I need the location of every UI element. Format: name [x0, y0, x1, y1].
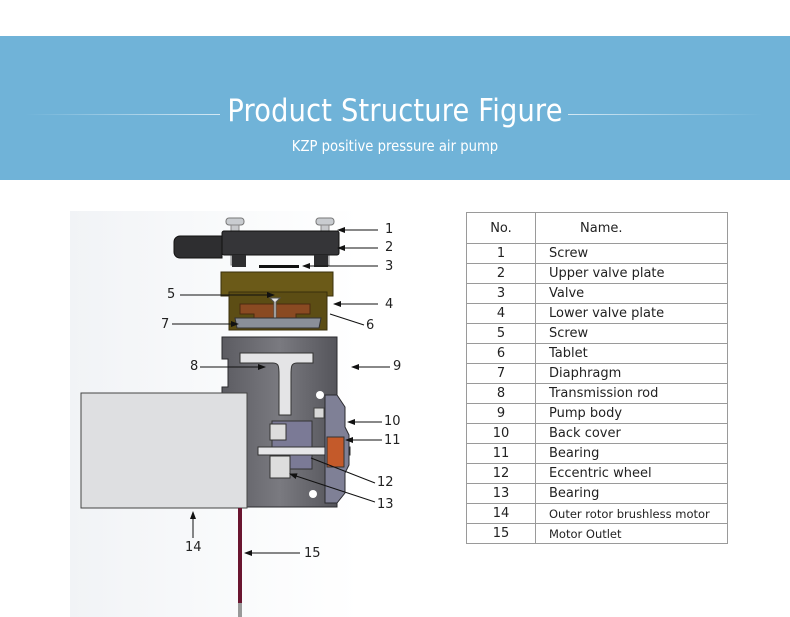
part-number: 1 [466, 243, 536, 264]
part-name: Lower valve plate [535, 303, 728, 324]
part-name: Diaphragm [535, 363, 728, 384]
part-name: Eccentric wheel [535, 463, 728, 484]
bearing-lower [269, 455, 291, 479]
part-number: 4 [466, 303, 536, 324]
part-number: 2 [466, 263, 536, 284]
header-banner: Product Structure Figure KZP positive pr… [0, 36, 790, 180]
motor-shaft [257, 446, 351, 456]
part-number: 7 [466, 363, 536, 384]
part-number: 11 [466, 443, 536, 464]
part-number: 12 [466, 463, 536, 484]
callout-7: 7 [161, 317, 170, 332]
part-name: Bearing [535, 483, 728, 504]
callout-4: 4 [385, 297, 394, 312]
page-title: Product Structure Figure [227, 93, 563, 129]
part-number: 10 [466, 423, 536, 444]
callout-1: 1 [385, 222, 394, 237]
diaphragm [234, 317, 322, 329]
bearing-upper [269, 423, 287, 441]
part-name: Bearing [535, 443, 728, 464]
part-number: 5 [466, 323, 536, 344]
part-name: Outer rotor brushless motor [535, 503, 728, 524]
decorative-line-left [25, 114, 220, 115]
part-name: Screw [535, 323, 728, 344]
callout-5: 5 [167, 287, 176, 302]
part-name: Valve [535, 283, 728, 304]
part-name: Back cover [535, 423, 728, 444]
callout-11: 11 [384, 433, 401, 448]
callout-9: 9 [393, 359, 402, 374]
part-number: 13 [466, 483, 536, 504]
part-number: 3 [466, 283, 536, 304]
callout-3: 3 [385, 259, 394, 274]
callout-2: 2 [385, 240, 394, 255]
upper-valve-plate [221, 230, 340, 256]
motor-outlet-wire [238, 508, 242, 603]
air-nozzle [173, 235, 223, 259]
callout-8: 8 [190, 359, 199, 374]
part-number: 8 [466, 383, 536, 404]
header-no: No. [466, 212, 536, 244]
callout-14: 14 [185, 540, 202, 555]
callout-6: 6 [366, 318, 375, 333]
part-number: 15 [466, 523, 536, 544]
callout-13: 13 [377, 497, 394, 512]
bearing-right [326, 436, 345, 468]
decorative-line-right [568, 114, 763, 115]
part-name: Motor Outlet [535, 523, 728, 544]
page-subtitle: KZP positive pressure air pump [291, 137, 499, 155]
header-name: Name. [535, 212, 728, 244]
transmission-rod [239, 352, 314, 416]
brushless-motor [80, 392, 248, 509]
callout-15: 15 [304, 546, 321, 561]
part-name: Pump body [535, 403, 728, 424]
part-name: Upper valve plate [535, 263, 728, 284]
part-name: Transmission rod [535, 383, 728, 404]
part-name: Tablet [535, 343, 728, 364]
part-number: 9 [466, 403, 536, 424]
leader-lines [172, 227, 390, 556]
table-header-row: No. Name. [466, 212, 728, 244]
part-number: 14 [466, 503, 536, 524]
valve [259, 265, 299, 268]
callout-10: 10 [384, 414, 401, 429]
callout-12: 12 [377, 475, 394, 490]
part-number: 6 [466, 343, 536, 364]
part-name: Screw [535, 243, 728, 264]
